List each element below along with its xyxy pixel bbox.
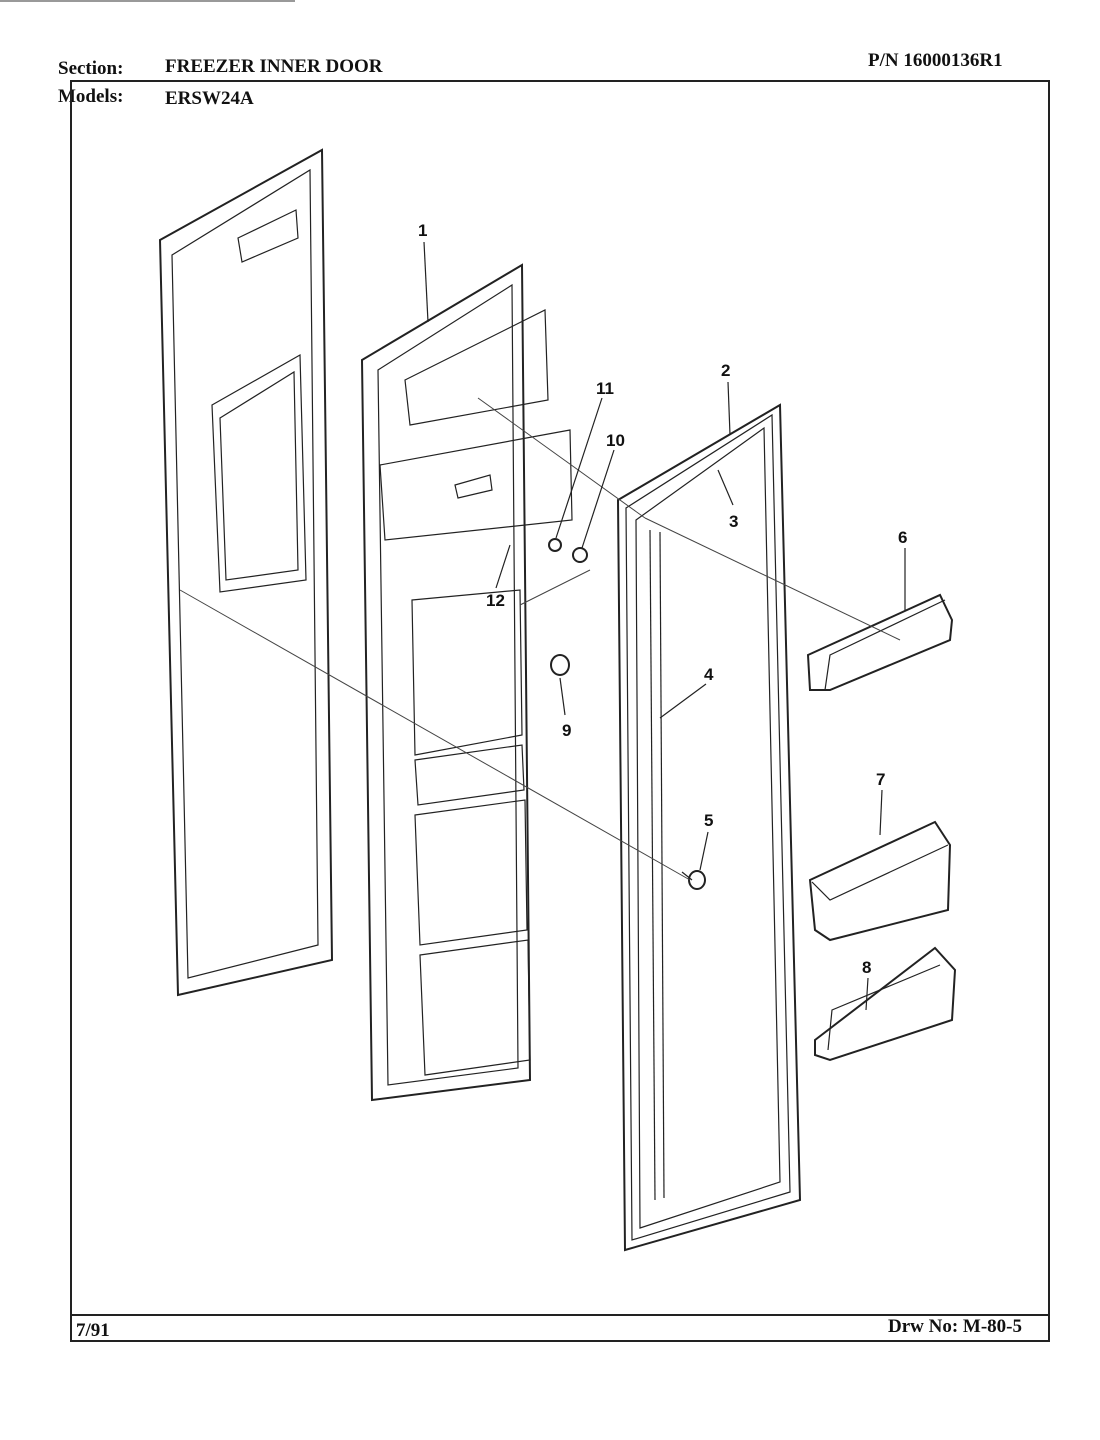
drawing-number: Drw No: M-80-5 [888, 1316, 1023, 1337]
alignment-line-3 [644, 517, 901, 641]
door-shelf-bin-6 [806, 593, 954, 691]
outer-door-panel [158, 148, 334, 997]
callout-6: 6 [898, 528, 907, 547]
callout-1: 1 [418, 221, 427, 240]
section-label: Section: [58, 58, 124, 79]
callout-11: 11 [596, 379, 614, 398]
revision-date: 7/91 [76, 1320, 110, 1341]
footer-rule [70, 1314, 1050, 1316]
callout-8: 8 [862, 958, 871, 977]
callout-10: 10 [606, 431, 625, 450]
part-number: P/N 16000136R1 [868, 50, 1003, 71]
callout-5: 5 [704, 811, 713, 830]
models-label: Models: [58, 86, 124, 107]
alignment-line-4 [519, 569, 591, 606]
screw-11 [548, 538, 562, 552]
door-gasket [616, 403, 802, 1252]
door-shelf-bin-8 [814, 946, 957, 1062]
drawing-frame [70, 80, 1050, 1342]
callout-4: 4 [704, 665, 714, 684]
callout-7: 7 [876, 770, 885, 789]
alignment-line-1 [179, 589, 691, 881]
callout-9: 9 [562, 721, 571, 740]
callout-2: 2 [721, 361, 730, 380]
door-shelf-bin-7 [808, 820, 952, 942]
alignment-line-2 [477, 397, 646, 519]
section-value: FREEZER INNER DOOR [165, 56, 383, 77]
callout-12: 12 [486, 591, 505, 610]
top-scan-line [0, 0, 295, 2]
leader-lines [423, 241, 906, 1011]
nut-10 [572, 547, 588, 563]
inner-door-liner [360, 263, 573, 1102]
plug-9 [550, 654, 570, 676]
screw-5 [681, 870, 706, 890]
models-value: ERSW24A [165, 88, 254, 109]
callout-3: 3 [729, 512, 738, 531]
